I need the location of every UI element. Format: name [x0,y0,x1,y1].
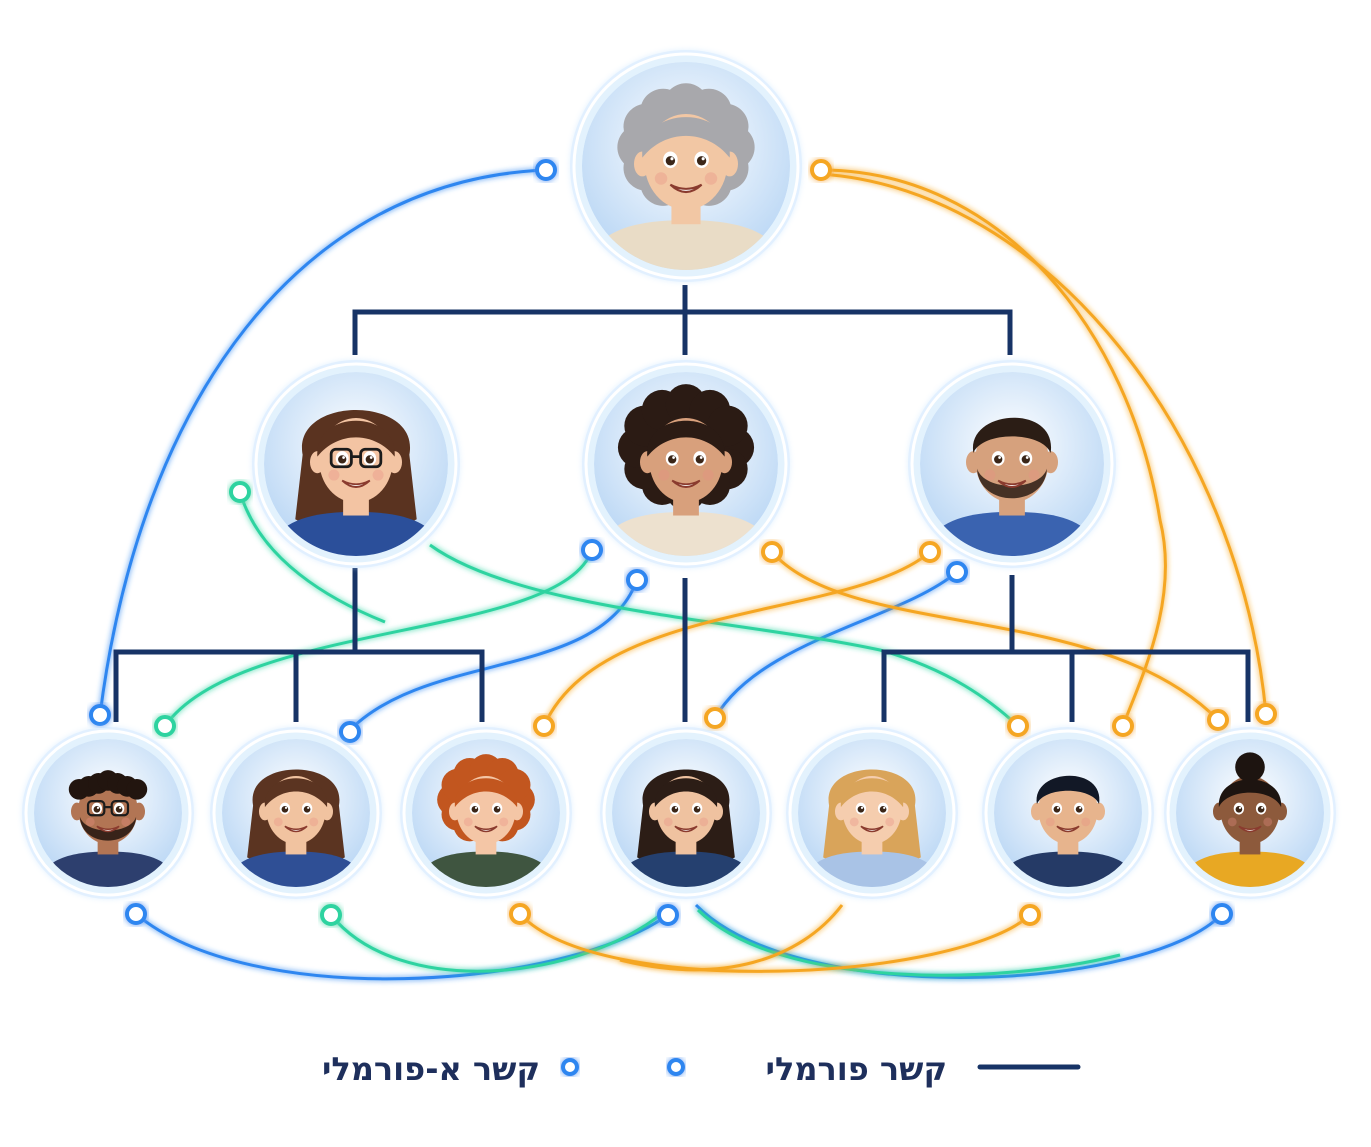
link-endpoint-dot [1007,715,1029,737]
informal-link-teal [429,543,1020,728]
informal-link-blue [348,579,639,732]
person-node-manager-left[interactable] [252,360,460,568]
link-endpoint-dot [1019,904,1041,926]
link-endpoint-dot [1255,703,1277,725]
informal-link-blue [694,903,1224,979]
link-endpoint-dot [946,561,968,583]
person-node-staff-7[interactable] [1164,727,1336,899]
woman-bun-avatar [1176,739,1324,887]
person-node-staff-1[interactable] [22,727,194,899]
link-endpoint-dot [919,541,941,563]
link-endpoint-dot [89,704,111,726]
person-node-manager-center[interactable] [582,360,790,568]
formal-links [113,285,1251,722]
link-endpoint-dot [339,721,361,743]
informal-link-orange [770,551,1220,722]
informal-link-teal [329,910,665,973]
brunette-woman-avatar [222,739,370,887]
link-endpoint-dot [704,707,726,729]
informal-link-teal [238,491,386,624]
link-endpoint-dot [320,904,342,926]
person-node-staff-5[interactable] [786,727,958,899]
dark-hair-woman-avatar [612,739,760,887]
legend-informal-dot [667,1058,685,1076]
redhead-man-avatar [412,739,560,887]
informal-link-orange [518,912,1032,973]
informal-link-orange [619,904,844,972]
person-node-top[interactable] [570,50,802,282]
link-endpoint-dot [125,903,147,925]
link-endpoint-dot [535,159,557,181]
informal-links [98,168,1268,981]
informal-link-blue [98,168,547,716]
person-node-staff-4[interactable] [600,727,772,899]
informal-link-blue [135,912,669,981]
link-endpoint-dot [810,159,832,181]
person-nodes [22,50,1336,899]
person-node-staff-2[interactable] [210,727,382,899]
person-node-staff-6[interactable] [982,727,1154,899]
link-endpoint-dot [1207,709,1229,731]
bearded-man-avatar [920,372,1104,556]
informal-link-teal [696,908,1121,977]
link-endpoint-dot [229,481,251,503]
informal-link-orange [542,550,931,727]
legend: קשר פורמלי קשר א-פורמלי [322,1050,1081,1088]
link-endpoint-dot [761,541,783,563]
man-glasses-avatar [34,739,182,887]
link-endpoint-dot [657,904,679,926]
elderly-woman-avatar [582,62,790,270]
informal-link-blue [713,570,958,719]
person-node-staff-3[interactable] [400,727,572,899]
woman-glasses-avatar [264,372,448,556]
link-endpoint-dot [509,903,531,925]
legend-informal-dot [561,1058,579,1076]
young-man-avatar [994,739,1142,887]
curly-woman-avatar [594,372,778,556]
informal-link-teal [163,549,594,727]
person-node-manager-right[interactable] [908,360,1116,568]
blonde-woman-avatar [798,739,946,887]
formal-link [352,309,1013,355]
link-endpoint-dot [533,715,555,737]
formal-link [881,649,1251,722]
informal-link-orange [820,172,1268,715]
legend-formal-label: קשר פורמלי [766,1050,947,1088]
link-endpoint-dot [626,569,648,591]
legend-informal-label: קשר א-פורמלי [322,1050,540,1088]
link-endpoint-dot [1112,715,1134,737]
formal-link [113,649,485,722]
link-endpoint-dot [1211,903,1233,925]
link-endpoint-dot [581,539,603,561]
link-endpoints [89,159,1277,926]
link-endpoint-dot [154,715,176,737]
